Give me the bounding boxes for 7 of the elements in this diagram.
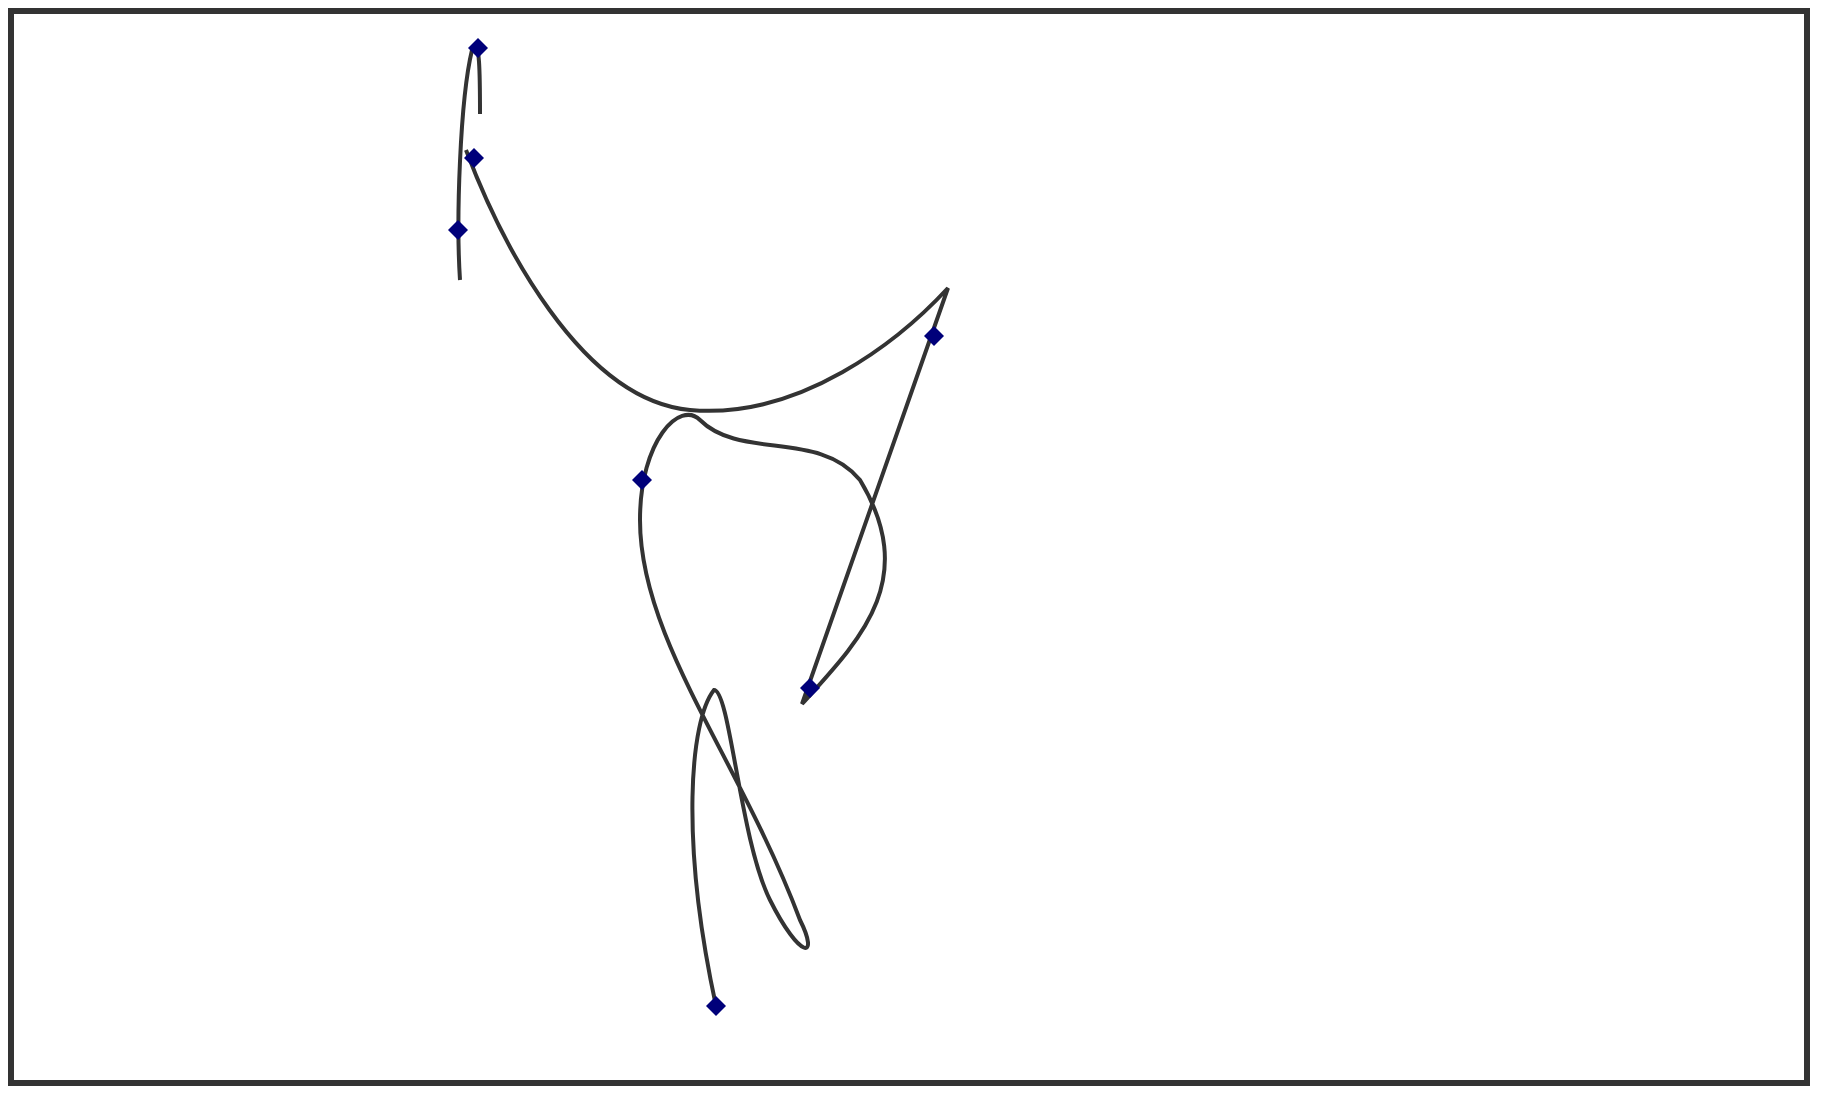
diamond-marker bbox=[706, 996, 726, 1016]
diamond-marker bbox=[464, 148, 484, 168]
diamond-marker bbox=[924, 326, 944, 346]
diamond-marker bbox=[800, 678, 820, 698]
diamond-marker bbox=[632, 470, 652, 490]
diamond-marker bbox=[468, 38, 488, 58]
diamond-marker bbox=[448, 220, 468, 240]
